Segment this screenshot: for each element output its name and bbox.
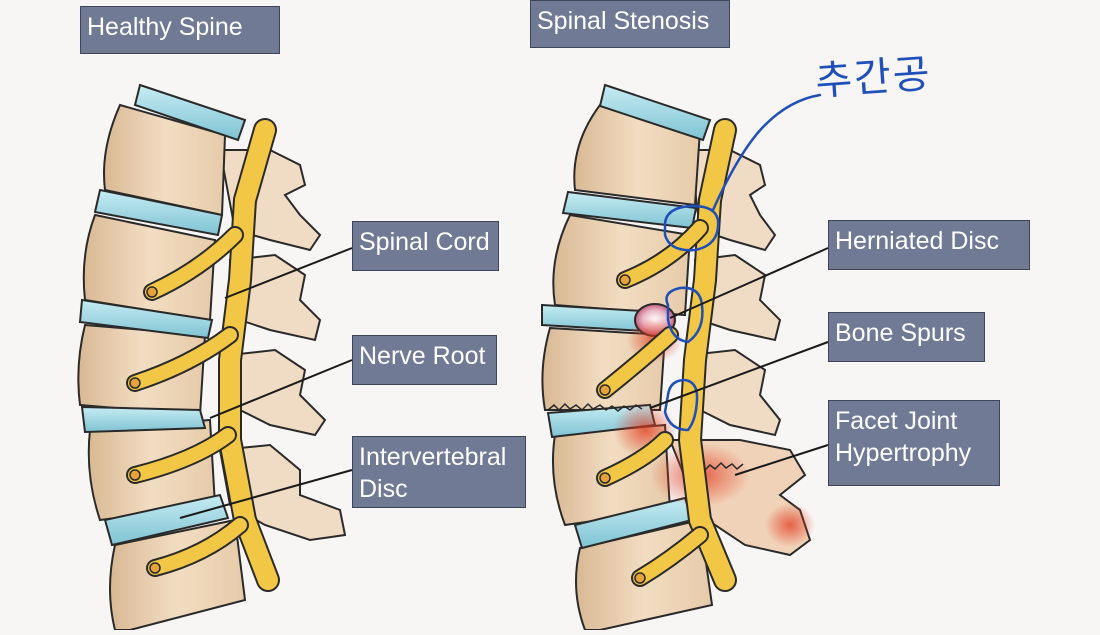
bone-spur-edges [547,402,744,471]
spinal-stenosis-title: Spinal Stenosis [530,0,730,48]
healthy-nerves [126,118,280,592]
foramen-circle-annotations [663,93,822,432]
bone-spurs-label: Bone Spurs [828,312,985,362]
disc [133,83,247,142]
disc [93,188,224,237]
herniated-disc-label: Herniated Disc [828,220,1030,270]
healthy-spine-title: Healthy Spine [80,6,280,54]
nerve-root-label: Nerve Root [352,335,497,385]
disc [103,493,230,547]
healthy-spine [77,83,353,631]
facet-joint-hypertrophy-label: Facet Joint Hypertrophy [828,400,1000,486]
healthy-leader-lines [179,247,353,519]
stenosis-nerves [596,118,737,592]
stenosis-spine [541,83,829,631]
spinal-cord-label: Spinal Cord [352,221,499,271]
disc [78,298,214,340]
healthy-discs [78,83,247,547]
stenosis-leader-lines [649,247,829,476]
handwritten-annotation: 추간공 [813,50,934,105]
intervertebral-disc-label: Intervertebral Disc [352,436,526,508]
annotation-arrow [711,93,822,212]
disc [80,405,207,434]
